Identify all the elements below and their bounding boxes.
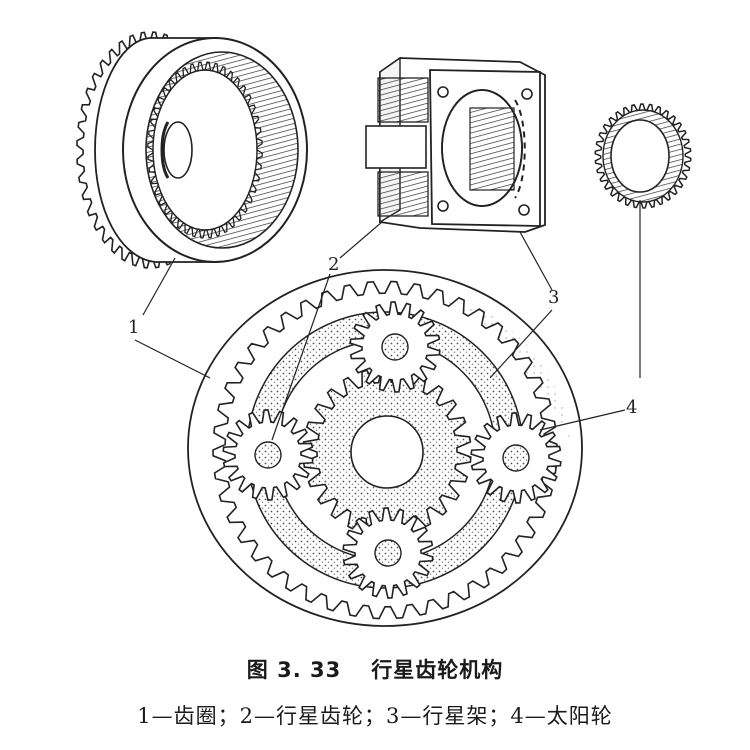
planetary-gear-illustration: 1 2 3 4 [76,31,692,627]
figure-legend: 1—齿圈；2—行星齿轮；3—行星架；4—太阳轮 [137,704,613,728]
callout-planet-gear: 2 [328,254,339,275]
callout-ring-gear: 1 [128,317,139,338]
planet-gear-pin [381,333,409,361]
planet-gear-pin [502,444,530,472]
ring-gear-drawing [76,31,308,269]
figure-title: 行星齿轮机构 [371,658,504,682]
planet-gear-pin [254,441,282,469]
planet-carrier-drawing [365,56,546,233]
planet-gear-pin [374,539,402,567]
callout-sun-gear: 4 [626,397,637,418]
figure-number: 图 3. 33 [246,658,342,682]
leader-lines [134,200,641,441]
planetary-cross-section [187,269,583,627]
sun-gear-drawing [594,103,692,209]
callout-planet-carrier: 3 [548,287,559,308]
figure-caption-title: 图 3. 33 行星齿轮机构 [0,654,750,684]
